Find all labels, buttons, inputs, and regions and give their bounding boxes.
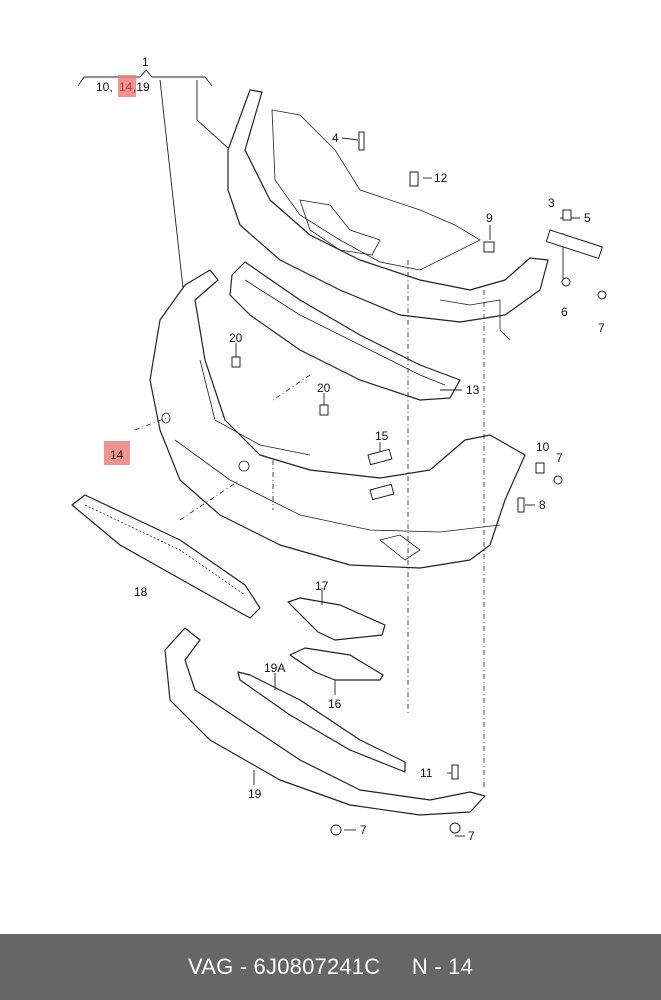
screw-icon-7d [449, 822, 461, 834]
clip-icon-12 [409, 171, 419, 187]
fog-lamp-grille [289, 647, 384, 681]
label-1: 1 [142, 55, 149, 69]
label-18: 18 [134, 585, 148, 599]
part-labels: 1 10, 14 ,19 4 12 9 3 5 6 7 13 20 20 15 … [96, 55, 605, 843]
label-9: 9 [486, 211, 493, 225]
label-15: 15 [375, 429, 389, 443]
label-16: 16 [328, 697, 342, 711]
fasteners [231, 131, 607, 836]
group-bracket [77, 69, 229, 289]
label-19-b: 19 [248, 787, 262, 801]
label-11: 11 [420, 766, 433, 780]
label-20-a: 20 [229, 331, 243, 345]
label-8: 8 [539, 498, 546, 512]
label-13: 13 [466, 383, 480, 397]
label-10-b: 10 [536, 440, 550, 454]
clip-icon-20b [319, 404, 329, 416]
label-19: ,19 [133, 80, 150, 94]
part-number: VAG - 6J0807241C [187, 954, 381, 979]
label-7-c: 7 [360, 823, 367, 837]
screw-icon-7a [597, 290, 607, 300]
part-info-bar: VAG - 6J0807241C N - 14 [0, 934, 661, 1000]
label-7-b: 7 [556, 451, 563, 465]
clip-icon-4 [358, 131, 365, 151]
cap-icon-15b [369, 483, 395, 501]
label-5: 5 [584, 211, 591, 225]
impact-absorber [229, 261, 461, 401]
bumper-carrier [227, 89, 549, 341]
parts-diagram: 1 10, 14 ,19 4 12 9 3 5 6 7 13 20 20 15 … [71, 55, 607, 843]
clip-icon-5 [562, 209, 572, 221]
highlight-14-top [118, 75, 136, 97]
label-3: 3 [548, 196, 555, 210]
clip-icon-11 [451, 764, 459, 780]
label-7-d: 7 [468, 829, 475, 843]
screw-icon-7b [553, 475, 563, 485]
highlight-14 [104, 441, 130, 465]
label-6: 6 [561, 305, 568, 319]
label-14-top: 14 [119, 80, 133, 94]
label-7-a: 7 [598, 321, 605, 335]
fog-lamp-frame [287, 597, 386, 641]
label-4: 4 [332, 131, 339, 145]
clip-icon-10 [535, 462, 545, 474]
cap-icon-15a [367, 448, 393, 466]
footer-gap [380, 954, 412, 980]
label-19A: 19A [264, 661, 285, 675]
bracket-3 [545, 229, 603, 260]
lower-spoiler [164, 627, 486, 816]
label-20-b: 20 [317, 381, 331, 395]
label-14: 14 [110, 448, 124, 462]
screw-icon-7c [330, 824, 342, 836]
trim-strip [237, 671, 406, 773]
label-12: 12 [434, 171, 448, 185]
label-17: 17 [315, 579, 329, 593]
lower-grille [71, 494, 261, 619]
bumper-cover [149, 269, 526, 569]
clip-icon-9 [483, 241, 495, 253]
clip-icon-8 [517, 497, 525, 513]
screw-icon-6 [561, 277, 571, 287]
diagram-position: N - 14 [411, 954, 474, 979]
label-10: 10, [96, 80, 113, 94]
clip-icon-20a [231, 356, 241, 368]
